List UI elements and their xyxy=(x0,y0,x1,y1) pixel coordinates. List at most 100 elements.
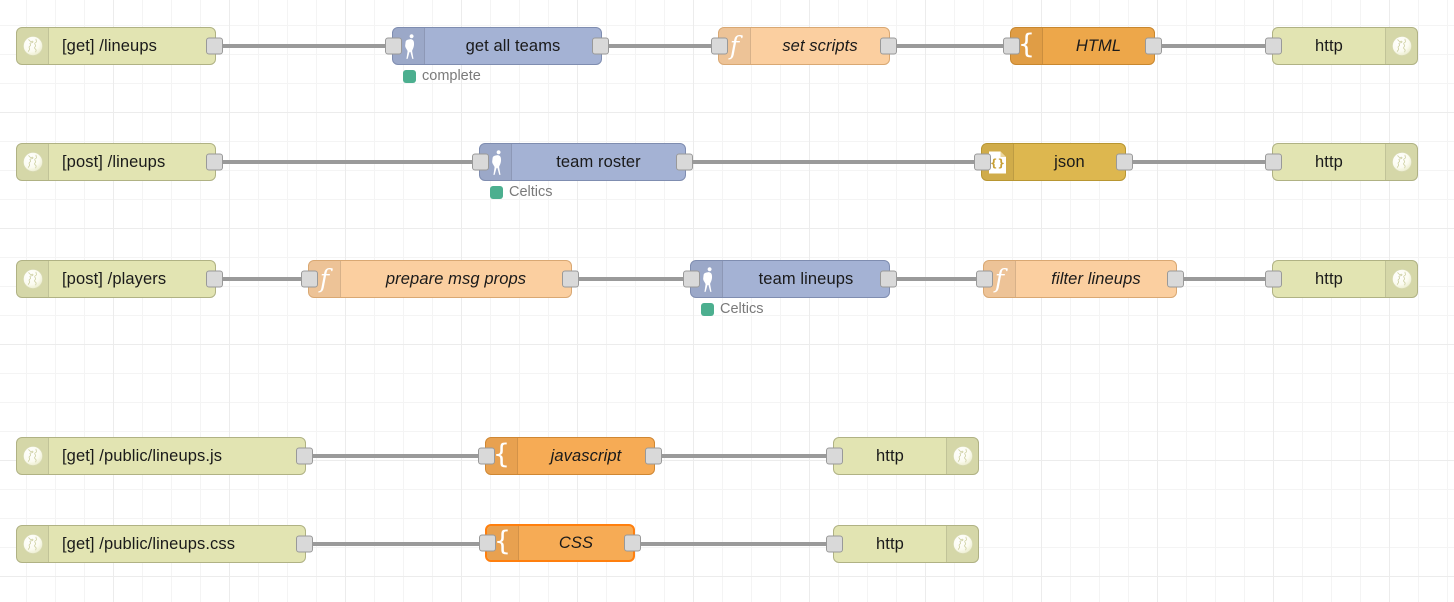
node-template-css[interactable]: {CSS xyxy=(479,524,641,562)
node-icon-container xyxy=(17,261,49,297)
wire-json-to-http-response-2[interactable] xyxy=(1126,160,1272,164)
node-body: [get] /lineups xyxy=(17,28,215,64)
output-port[interactable] xyxy=(624,534,641,552)
nba-icon xyxy=(486,149,506,175)
node-template-javascript[interactable]: {javascript xyxy=(478,437,662,475)
wire-html-to-http-response-1[interactable] xyxy=(1155,44,1272,48)
wire-set-scripts-to-html[interactable] xyxy=(890,44,1010,48)
nba-icon xyxy=(697,266,717,292)
node-icon-container xyxy=(393,28,425,64)
status-label: Celtics xyxy=(720,301,764,317)
node-icon-container xyxy=(17,438,49,474)
nba-icon xyxy=(399,33,419,59)
input-port[interactable] xyxy=(1003,37,1020,55)
node-icon-container xyxy=(17,526,49,562)
input-port[interactable] xyxy=(826,447,843,465)
node-http-in-post-lineups[interactable]: [post] /lineups xyxy=(16,143,223,181)
brace-icon: { xyxy=(493,526,512,557)
wire-get-all-teams-to-set-scripts[interactable] xyxy=(602,44,718,48)
input-port[interactable] xyxy=(385,37,402,55)
node-http-in-post-players[interactable]: [post] /players xyxy=(16,260,223,298)
node-label: [get] /public/lineups.css xyxy=(62,534,236,553)
input-port[interactable] xyxy=(974,153,991,171)
node-template-html[interactable]: {HTML xyxy=(1003,27,1162,65)
status-dot-icon xyxy=(490,185,503,199)
node-nba-team-roster[interactable]: team roster xyxy=(472,143,693,181)
node-status-nba-get-all-teams: complete xyxy=(403,68,481,84)
node-http-response-row1[interactable]: http xyxy=(1265,27,1418,65)
globe-icon xyxy=(952,533,974,555)
wire-prepare-msg-to-team-lineups[interactable] xyxy=(572,277,690,281)
input-port[interactable] xyxy=(301,270,318,288)
node-body: team roster xyxy=(480,144,685,180)
json-icon: {} xyxy=(987,150,1008,175)
wire-post-players-to-prepare-msg[interactable] xyxy=(216,277,308,281)
input-port[interactable] xyxy=(1265,37,1282,55)
node-label: prepare msg props xyxy=(385,269,527,288)
output-port[interactable] xyxy=(1167,270,1184,288)
node-http-response-row5[interactable]: http xyxy=(826,525,979,563)
output-port[interactable] xyxy=(1116,153,1133,171)
output-port[interactable] xyxy=(206,37,223,55)
input-port[interactable] xyxy=(1265,153,1282,171)
node-icon-container xyxy=(946,526,978,562)
output-port[interactable] xyxy=(206,153,223,171)
globe-icon xyxy=(22,268,44,290)
output-port[interactable] xyxy=(880,37,897,55)
wire-get-lineups-to-get-all-teams[interactable] xyxy=(216,44,392,48)
status-label: complete xyxy=(422,68,481,84)
wire-team-roster-to-json[interactable] xyxy=(686,160,981,164)
node-http-response-row2[interactable]: http xyxy=(1265,143,1418,181)
input-port[interactable] xyxy=(683,270,700,288)
wire-lineups-js-to-javascript[interactable] xyxy=(306,454,485,458)
node-label: javascript xyxy=(550,446,622,465)
wire-css-to-http-response-5[interactable] xyxy=(635,542,833,546)
input-port[interactable] xyxy=(711,37,728,55)
node-http-in-get-lineups-css[interactable]: [get] /public/lineups.css xyxy=(16,525,313,563)
node-nba-get-all-teams[interactable]: get all teams xyxy=(385,27,609,65)
output-port[interactable] xyxy=(296,535,313,553)
node-http-response-row4[interactable]: http xyxy=(826,437,979,475)
output-port[interactable] xyxy=(562,270,579,288)
wire-post-lineups-to-team-roster[interactable] xyxy=(216,160,479,164)
node-body: {CSS xyxy=(487,526,633,560)
input-port[interactable] xyxy=(826,535,843,553)
output-port[interactable] xyxy=(206,270,223,288)
node-body: {HTML xyxy=(1011,28,1154,64)
node-label: http xyxy=(876,446,904,465)
status-label: Celtics xyxy=(509,184,553,200)
input-port[interactable] xyxy=(472,153,489,171)
node-body: http xyxy=(1273,144,1417,180)
input-port[interactable] xyxy=(478,447,495,465)
node-json-node[interactable]: {}json xyxy=(974,143,1133,181)
output-port[interactable] xyxy=(676,153,693,171)
globe-icon xyxy=(952,445,974,467)
node-status-nba-team-lineups: Celtics xyxy=(701,301,764,317)
output-port[interactable] xyxy=(296,447,313,465)
wire-javascript-to-http-response-4[interactable] xyxy=(655,454,833,458)
node-body: get all teams xyxy=(393,28,601,64)
node-body: [get] /public/lineups.css xyxy=(17,526,305,562)
wire-filter-to-http-response-3[interactable] xyxy=(1177,277,1272,281)
node-body: http xyxy=(834,526,978,562)
output-port[interactable] xyxy=(592,37,609,55)
node-http-in-get-lineups[interactable]: [get] /lineups xyxy=(16,27,223,65)
node-status-nba-team-roster: Celtics xyxy=(490,184,553,200)
node-http-in-get-lineups-js[interactable]: [get] /public/lineups.js xyxy=(16,437,313,475)
input-port[interactable] xyxy=(479,534,496,552)
node-body: http xyxy=(1273,261,1417,297)
output-port[interactable] xyxy=(1145,37,1162,55)
node-icon-container xyxy=(17,144,49,180)
wire-lineups-css-to-css[interactable] xyxy=(306,542,485,546)
node-http-response-row3[interactable]: http xyxy=(1265,260,1418,298)
node-nba-team-lineups[interactable]: team lineups xyxy=(683,260,897,298)
output-port[interactable] xyxy=(645,447,662,465)
output-port[interactable] xyxy=(880,270,897,288)
input-port[interactable] xyxy=(1265,270,1282,288)
wire-team-lineups-to-filter[interactable] xyxy=(890,277,983,281)
input-port[interactable] xyxy=(976,270,993,288)
